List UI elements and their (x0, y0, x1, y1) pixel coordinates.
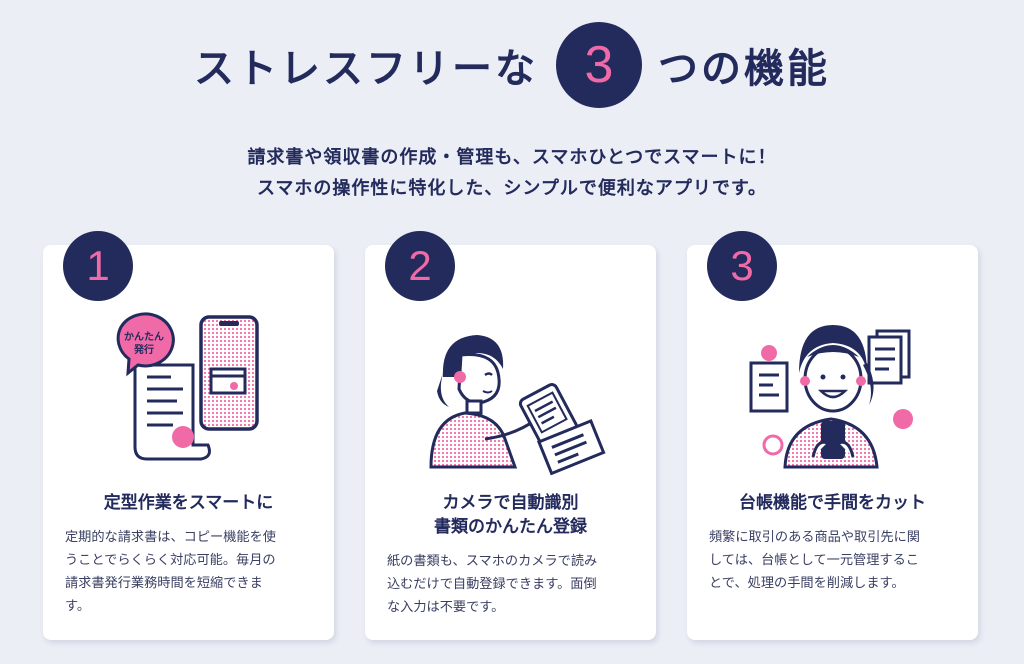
feature-card-1: 1 かんたん 発行 定型作業をスマートに 定期的な請求書は、コピー機能を使 うこ… (43, 231, 334, 640)
feature-title-line: 定型作業をスマートに (103, 493, 274, 513)
woman-scanning-document-illustration-icon (429, 335, 606, 476)
feature-number-badge: 2 (385, 231, 455, 301)
lead-text: 請求書や領収書の作成・管理も、スマホひとつでスマートに！ スマホの操作性に特化し… (0, 142, 1024, 204)
feature-description-line: 紙の書類も、スマホのカメラで読み (387, 554, 598, 569)
invoice-phone-illustration-icon: かんたん 発行 (116, 312, 259, 461)
lead-line: スマホの操作性に特化した、シンプルで便利なアプリです。 (256, 178, 768, 199)
feature-title: 定型作業をスマートに (43, 491, 334, 515)
feature-card-3: 3 台帳機能で手間をカット 頻繁に (687, 231, 978, 640)
feature-description-line: しては、台帳として一元管理するこ (709, 553, 919, 568)
bubble-text: 発行 (133, 343, 154, 356)
feature-number-badge: 1 (63, 231, 133, 301)
feature-description: 頻繁に取引のある商品や取引先に関 しては、台帳として一元管理するこ とで、処理の… (709, 526, 959, 595)
feature-title: カメラで自動識別 書類のかんたん登録 (365, 491, 656, 539)
feature-title: 台帳機能で手間をカット (687, 491, 978, 515)
feature-title-line: 書類のかんたん登録 (434, 517, 587, 537)
feature-description: 定期的な請求書は、コピー機能を使 うことでらくらく対応可能。毎月の 請求書発行業… (65, 526, 315, 618)
feature-description-line: 定期的な請求書は、コピー機能を使 (65, 530, 276, 545)
feature-description-line: す。 (65, 599, 91, 614)
feature-description-line: 請求書発行業務時間を短縮できま (65, 576, 263, 591)
feature-card-2: 2 カメラで自動識別 書類のかんたん登録 (365, 231, 656, 640)
feature-title-line: カメラで自動識別 (442, 493, 579, 513)
section-heading: ストレスフリーな 3 つの機能 (0, 22, 1024, 108)
feature-number-badge: 3 (707, 231, 777, 301)
feature-description: 紙の書類も、スマホのカメラで読み 込むだけで自動登録できます。面倒 な入力は不要… (387, 550, 637, 619)
lead-line: 請求書や領収書の作成・管理も、スマホひとつでスマートに！ (247, 147, 777, 168)
feature-description-line: 込むだけで自動登録できます。面倒 (387, 577, 597, 592)
bubble-text: かんたん (124, 331, 164, 343)
feature-description-line: うことでらくらく対応可能。毎月の (65, 553, 276, 568)
heading-number-circle: 3 (556, 22, 642, 108)
heading-text-before: ストレスフリーな (194, 46, 538, 92)
feature-description-line: とで、処理の手間を削減します。 (709, 576, 905, 591)
feature-description-line: 頻繁に取引のある商品や取引先に関 (709, 530, 920, 545)
feature-description-line: な入力は不要です。 (387, 600, 505, 615)
woman-with-documents-illustration-icon (749, 325, 913, 469)
feature-title-line: 台帳機能で手間をカット (739, 493, 926, 513)
heading-text-after: つの機能 (658, 46, 830, 92)
